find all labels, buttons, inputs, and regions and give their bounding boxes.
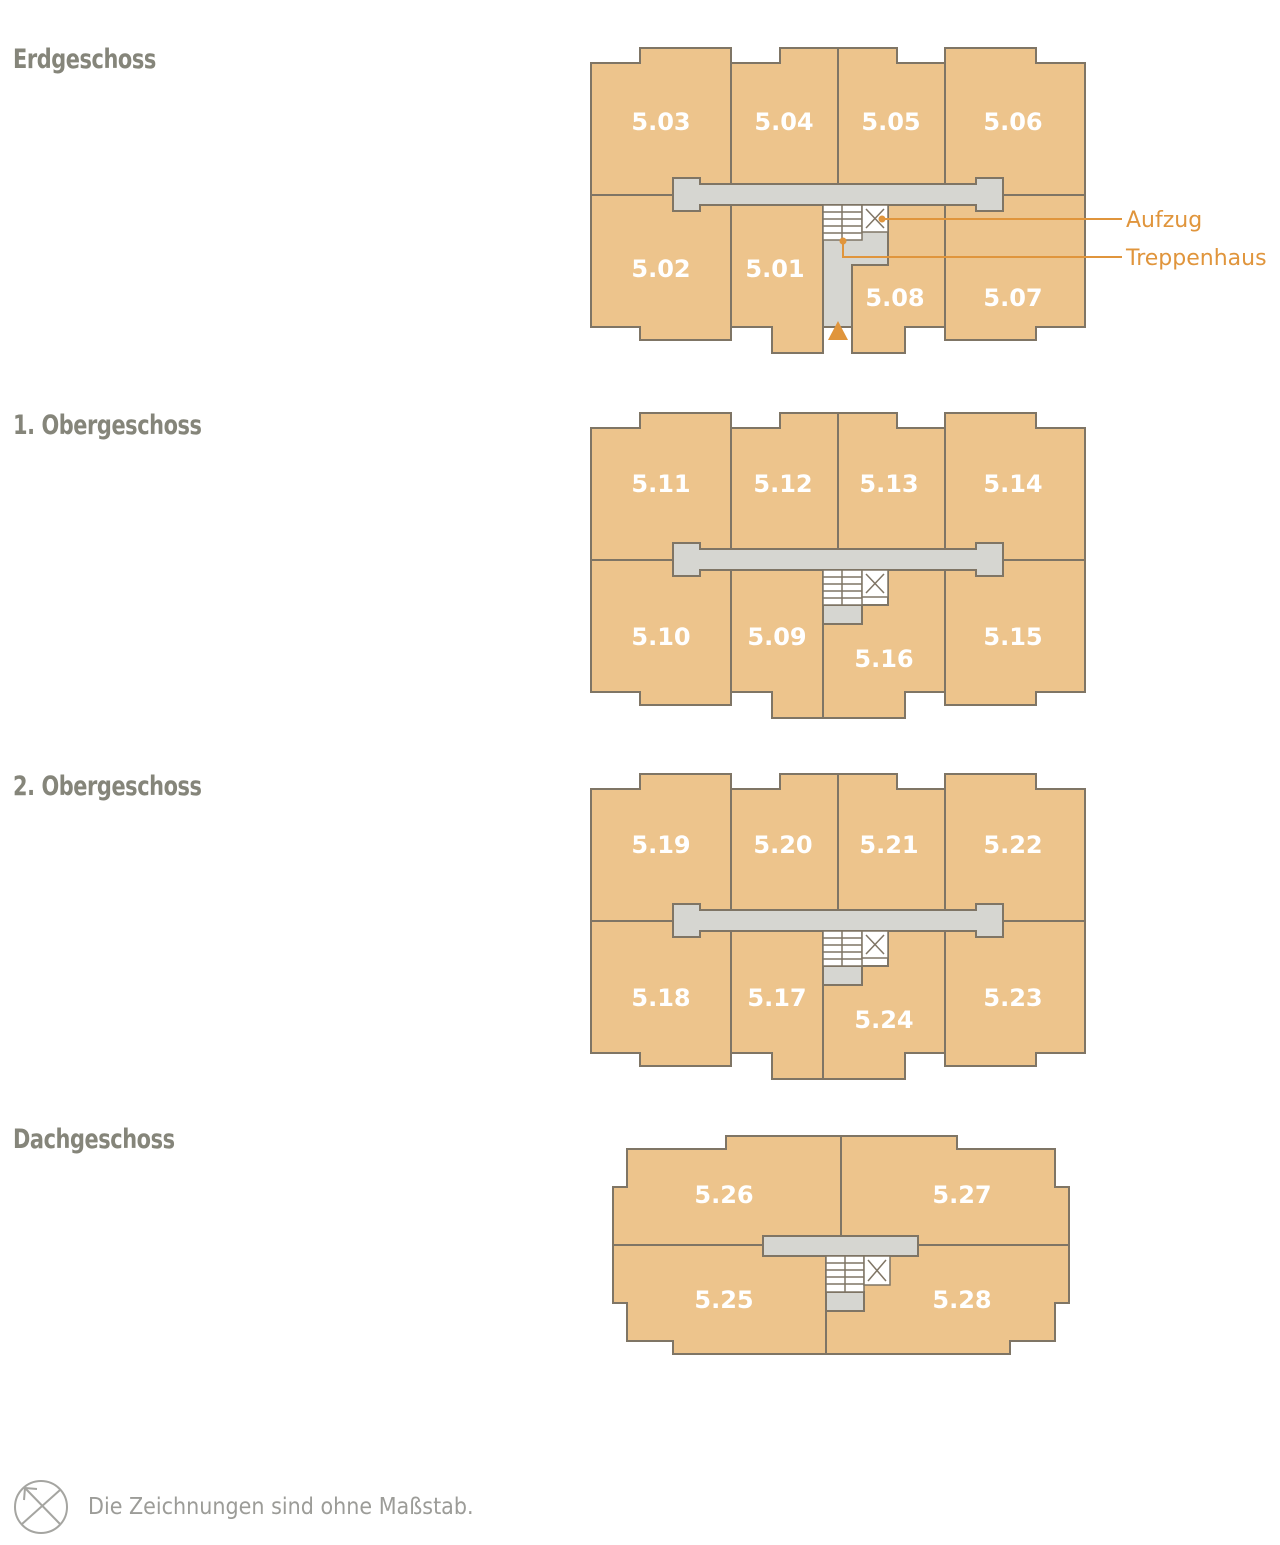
stair-landing [825, 1291, 865, 1312]
unit-label: 5.27 [932, 1181, 991, 1209]
elevator-icon [861, 569, 889, 598]
unit-label: 5.24 [854, 1006, 913, 1034]
unit-label: 5.21 [859, 831, 918, 859]
stairs-icon [822, 930, 863, 967]
unit-label: 5.14 [983, 470, 1042, 498]
legend: Aufzug Treppenhaus [839, 208, 1267, 271]
unit-label: 5.04 [754, 108, 813, 136]
floor-title-2-obergeschoss: 2. Obergeschoss [13, 771, 202, 802]
unit-label: 5.25 [694, 1286, 753, 1314]
unit-label: 5.02 [631, 255, 690, 283]
stairs-icon [822, 204, 863, 241]
unit-label: 5.07 [983, 284, 1042, 312]
stairs-icon [822, 569, 863, 606]
unit-5-07[interactable] [944, 194, 1086, 341]
floor-plan-1-obergeschoss: 5.11 5.12 5.13 5.14 5.10 5.09 5.16 5.15 [590, 412, 1086, 719]
footer: Die Zeichnungen sind ohne Maßstab. [12, 1478, 516, 1536]
unit-label: 5.15 [983, 623, 1042, 651]
floor-plan-dachgeschoss: 5.26 5.27 5.25 5.28 [612, 1135, 1070, 1355]
north-arrow-icon [14, 1480, 68, 1534]
unit-label: 5.08 [865, 284, 924, 312]
entrance-arrow-icon [828, 321, 848, 340]
floor-plan-2-obergeschoss: 5.19 5.20 5.21 5.22 5.18 5.17 5.24 5.23 [590, 773, 1086, 1080]
unit-label: 5.09 [747, 623, 806, 651]
unit-5-23[interactable] [944, 920, 1086, 1067]
unit-label: 5.13 [859, 470, 918, 498]
unit-label: 5.26 [694, 1181, 753, 1209]
elevator-icon [861, 930, 889, 959]
floor-title-dachgeschoss: Dachgeschoss [13, 1124, 175, 1155]
unit-label: 5.03 [631, 108, 690, 136]
unit-label: 5.19 [631, 831, 690, 859]
corridor [672, 177, 1004, 212]
scale-note: Die Zeichnungen sind ohne Maßstab. [88, 1494, 474, 1520]
stair-landing [822, 965, 863, 986]
unit-label: 5.18 [631, 984, 690, 1012]
stair-landing [822, 604, 863, 625]
unit-label: 5.01 [745, 255, 804, 283]
unit-label: 5.05 [861, 108, 920, 136]
corridor [762, 1235, 919, 1257]
unit-label: 5.28 [932, 1286, 991, 1314]
floor-plan-erdgeschoss: 5.03 5.04 5.05 5.06 5.02 5.01 5.08 5.07 … [590, 47, 1267, 354]
unit-label: 5.06 [983, 108, 1042, 136]
unit-label: 5.22 [983, 831, 1042, 859]
unit-label: 5.10 [631, 623, 690, 651]
corridor [672, 903, 1004, 938]
legend-elevator-label: Aufzug [1126, 208, 1202, 233]
unit-label: 5.16 [854, 645, 913, 673]
unit-label: 5.23 [983, 984, 1042, 1012]
unit-label: 5.12 [753, 470, 812, 498]
unit-label: 5.17 [747, 984, 806, 1012]
stairs-icon [825, 1255, 865, 1293]
unit-label: 5.20 [753, 831, 812, 859]
elevator-icon [863, 1255, 891, 1286]
legend-stairwell-label: Treppenhaus [1125, 246, 1267, 271]
unit-5-15[interactable] [944, 559, 1086, 706]
corridor [672, 542, 1004, 577]
floor-title-erdgeschoss: Erdgeschoss [13, 44, 156, 75]
floor-title-1-obergeschoss: 1. Obergeschoss [13, 410, 202, 441]
unit-label: 5.11 [631, 470, 690, 498]
